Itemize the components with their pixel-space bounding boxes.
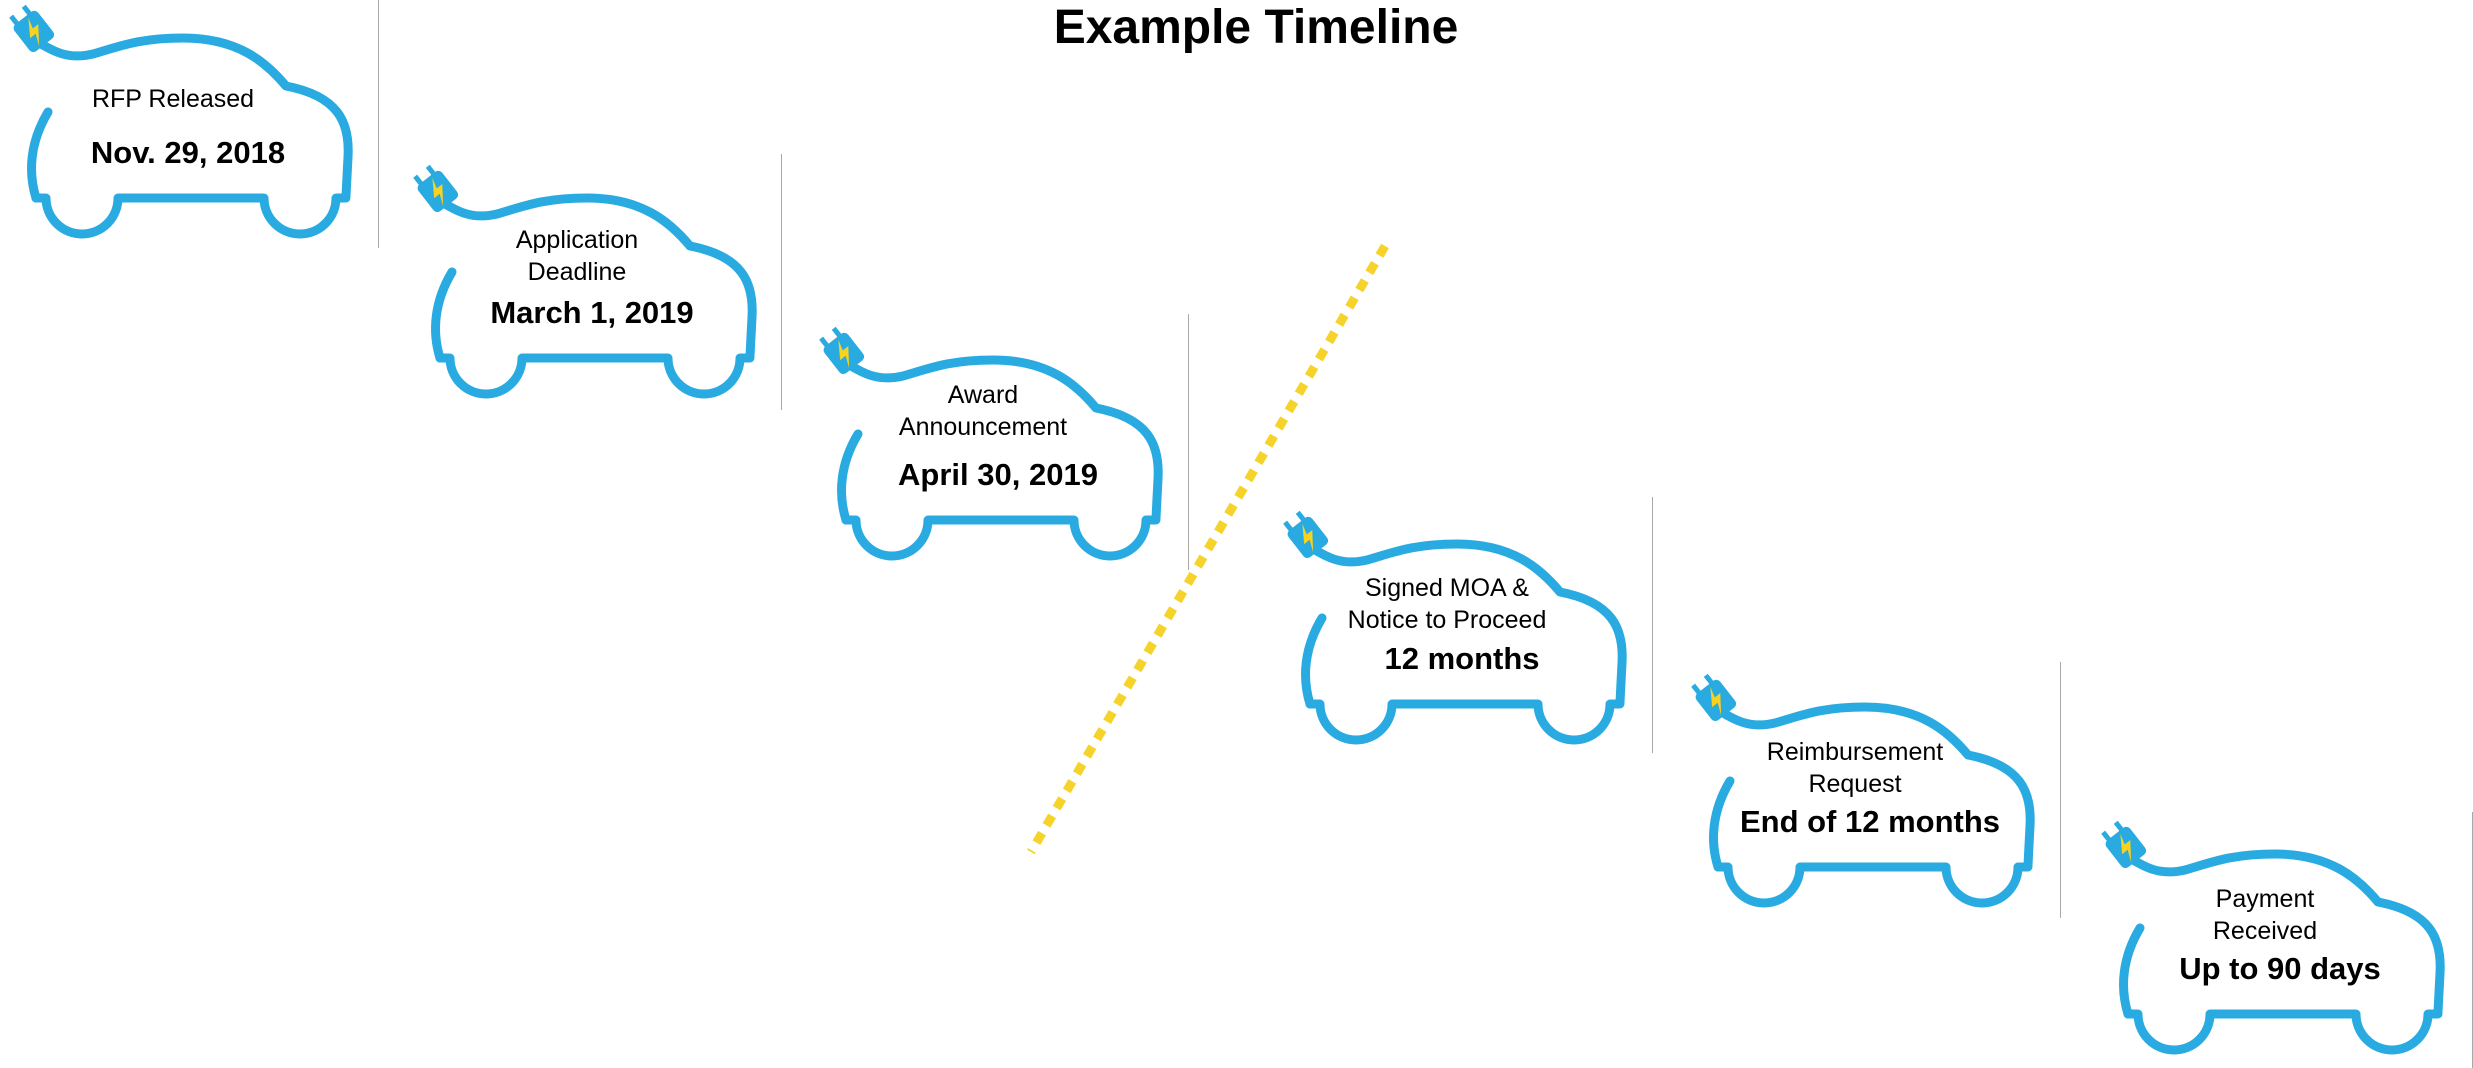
separator-line: [1652, 497, 1653, 753]
milestone-label: Reimbursement Request: [1766, 738, 1944, 798]
milestone-value: April 30, 2019: [898, 457, 1098, 492]
milestone-label: Payment Received: [2212, 885, 2318, 945]
milestone-value: Up to 90 days: [2179, 951, 2381, 986]
milestone-label: Signed MOA & Notice to Proceed: [1347, 574, 1547, 634]
milestone-signed-moa: Signed MOA & Notice to Proceed 12 months: [1282, 508, 1627, 748]
electric-car-icon: [9, 4, 353, 239]
electric-car-icon: [1691, 673, 2035, 908]
page-title: Example Timeline: [1053, 1, 1459, 54]
milestone-value: End of 12 months: [1739, 804, 2001, 839]
milestone-application-deadline: Application Deadline March 1, 2019: [412, 162, 757, 402]
milestone-value: March 1, 2019: [490, 295, 694, 330]
milestone-value: 12 months: [1384, 641, 1540, 676]
milestone-payment-received: Payment Received Up to 90 days: [2100, 818, 2445, 1058]
electric-car-icon: [413, 164, 757, 399]
separator-line: [2060, 662, 2061, 918]
milestone-value: Nov. 29, 2018: [90, 135, 286, 170]
milestone-reimbursement-request: Reimbursement Request End of 12 months: [1690, 671, 2035, 911]
milestone-award-announcement: Award Announcement April 30, 2019: [818, 324, 1163, 564]
milestone-rfp-released: RFP Released Nov. 29, 2018: [8, 2, 353, 242]
separator-line: [781, 154, 782, 410]
separator-line: [1188, 314, 1189, 570]
electric-car-icon: [2101, 820, 2445, 1055]
milestone-label: RFP Released: [91, 85, 255, 113]
milestone-label: Award Announcement: [898, 381, 1068, 441]
electric-car-icon: [1283, 510, 1627, 745]
electric-car-icon: [819, 326, 1163, 561]
separator-line: [378, 0, 379, 248]
milestone-label: Application Deadline: [515, 226, 639, 286]
